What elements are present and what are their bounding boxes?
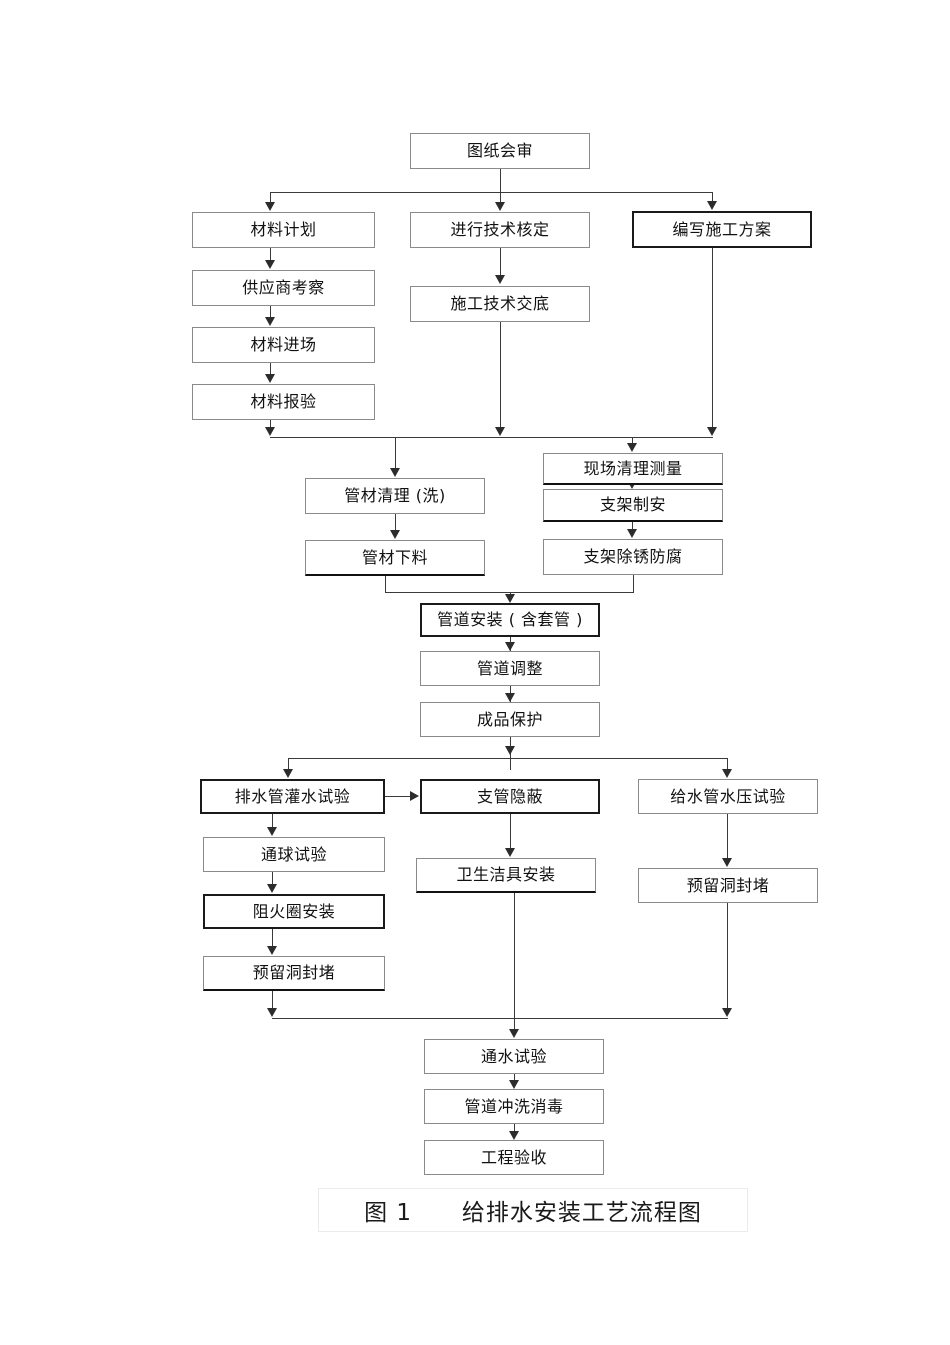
arrow-n10-n12 — [389, 530, 400, 539]
edge-n18-n21 — [510, 814, 511, 849]
arrow-n17-n18 — [410, 791, 419, 801]
arrow-n17-n20 — [266, 827, 277, 836]
arrow-n6-mergeA — [494, 427, 505, 436]
arrow-mergeA-n9 — [626, 443, 637, 452]
arrow-n8-mergeA — [264, 427, 275, 436]
edge-n8-mergeA — [270, 420, 271, 428]
node-jishuiguan-shuiya-shiyan[interactable]: 给水管水压试验 — [638, 779, 818, 814]
edge-n17-n18 — [385, 796, 411, 797]
arrow-n18-n21 — [504, 848, 515, 857]
arrow-n1-n4 — [706, 201, 717, 210]
node-tongqiu-shiyan[interactable]: 通球试验 — [203, 837, 385, 872]
edge-n19-n22 — [727, 814, 728, 859]
node-guancai-xialiao[interactable]: 管材下料 — [305, 540, 485, 576]
arrow-n22-mergeC — [721, 1008, 732, 1017]
edge-n20-n23 — [272, 872, 273, 885]
arrow-n20-n23 — [266, 884, 277, 893]
edge-branch-center-drop — [510, 758, 511, 770]
arrow-n25-n26 — [508, 1080, 519, 1089]
node-zhiguan-yinbi[interactable]: 支管隐蔽 — [420, 779, 600, 814]
edge-mergeA-n9 — [632, 437, 633, 444]
arrow-n3-n6 — [494, 275, 505, 284]
arrow-n1-n2 — [264, 202, 275, 211]
arrow-n1-n3 — [494, 202, 505, 211]
edge-n26-n27 — [514, 1124, 515, 1136]
edge-n24-mergeC — [272, 991, 273, 1011]
node-zhijia-zhian[interactable]: 支架制安 — [543, 489, 723, 522]
arrow-n5-n7 — [264, 317, 275, 326]
edge-n22-mergeC — [727, 903, 728, 1011]
edge-n1-n2-drop — [270, 192, 271, 203]
edge-n25-n26 — [514, 1074, 515, 1085]
edge-n21-n25 — [514, 893, 515, 1032]
node-cailiao-jihua[interactable]: 材料计划 — [192, 212, 375, 248]
edge-branch-right-drop — [727, 758, 728, 770]
edge-n12-drop — [385, 576, 386, 592]
arrow-n14-n15 — [504, 642, 515, 651]
node-guandao-chongxi-xiaodu[interactable]: 管道冲洗消毒 — [424, 1089, 604, 1124]
edge-n3-n6 — [500, 248, 501, 275]
node-tuzhi-huishen[interactable]: 图纸会审 — [410, 133, 590, 169]
node-weisheng-jieju-anzhuang[interactable]: 卫生洁具安装 — [416, 858, 596, 893]
arrow-n23-n24 — [266, 946, 277, 955]
edge-row-branch-bar — [288, 758, 728, 759]
arrow-mergeA-n10 — [389, 468, 400, 477]
edge-mergeA-bar — [270, 437, 713, 438]
edge-row1-split-bar — [270, 192, 712, 193]
arrow-n16-center — [504, 746, 515, 755]
edge-n11-n13 — [632, 522, 633, 531]
edge-mergeB-bar — [385, 592, 634, 593]
arrow-branch-n19 — [721, 769, 732, 778]
edge-n1-n3-drop — [500, 192, 501, 203]
arrow-n19-n22 — [721, 858, 732, 867]
node-guandao-tiaozheng[interactable]: 管道调整 — [420, 651, 600, 686]
edge-branch-left-drop — [288, 758, 289, 770]
edge-n23-n24 — [272, 929, 273, 947]
arrow-n21-n25 — [508, 1029, 519, 1038]
arrow-n15-n16 — [504, 693, 515, 702]
node-chengpin-baohu[interactable]: 成品保护 — [420, 702, 600, 737]
node-yuliudong-fengdu-right[interactable]: 预留洞封堵 — [638, 868, 818, 903]
arrow-mergeB-n14 — [504, 594, 515, 603]
arrow-n7-n8 — [264, 374, 275, 383]
edge-mergeC-bar — [272, 1018, 728, 1019]
node-gongyingshang-kaocha[interactable]: 供应商考察 — [192, 270, 375, 306]
edge-n2-n5 — [270, 248, 271, 261]
arrow-branch-n17 — [282, 769, 293, 778]
edge-n1-n4-drop — [712, 192, 713, 203]
node-paishuiguan-guanshui-shiyan[interactable]: 排水管灌水试验 — [200, 779, 385, 814]
edge-n6-mergeA — [500, 322, 501, 428]
node-cailiao-baoyan[interactable]: 材料报验 — [192, 384, 375, 420]
arrow-n26-n27 — [508, 1131, 519, 1140]
node-guancai-qingli-xi[interactable]: 管材清理 (洗) — [305, 478, 485, 514]
arrow-n11-n13 — [626, 529, 637, 538]
node-bianxie-shigong-fangan[interactable]: 编写施工方案 — [632, 211, 812, 248]
node-yuliudong-fengdu-left[interactable]: 预留洞封堵 — [203, 956, 385, 991]
node-tongshui-shiyan[interactable]: 通水试验 — [424, 1039, 604, 1074]
edge-n13-drop — [633, 575, 634, 592]
edge-n4-mergeA — [712, 248, 713, 428]
arrow-n4-mergeA — [706, 427, 717, 436]
edge-n1-stem — [500, 169, 501, 192]
edge-n5-n7 — [270, 306, 271, 318]
figure-caption: 图 1 给排水安装工艺流程图 — [318, 1188, 748, 1232]
edge-n17-n20 — [272, 814, 273, 827]
node-jinxing-jishu-heding[interactable]: 进行技术核定 — [410, 212, 590, 248]
node-zhijia-chuxiu-fangfu[interactable]: 支架除锈防腐 — [543, 539, 723, 575]
edge-n7-n8 — [270, 363, 271, 375]
node-xianchang-qingli-celiang[interactable]: 现场清理测量 — [543, 453, 723, 485]
arrow-n2-n5 — [264, 260, 275, 269]
arrow-n24-mergeC — [266, 1008, 277, 1017]
edge-n10-n12 — [395, 514, 396, 531]
node-zuhuoquan-anzhuang[interactable]: 阻火圈安装 — [203, 894, 385, 929]
node-gongcheng-yanshou[interactable]: 工程验收 — [424, 1140, 604, 1175]
node-guandao-anzhuang[interactable]: 管道安装 ( 含套管 ) — [420, 603, 600, 637]
node-cailiao-jinchang[interactable]: 材料进场 — [192, 327, 375, 363]
node-shigong-jishu-jiaodi[interactable]: 施工技术交底 — [410, 286, 590, 322]
edge-mergeA-n10 — [395, 437, 396, 469]
